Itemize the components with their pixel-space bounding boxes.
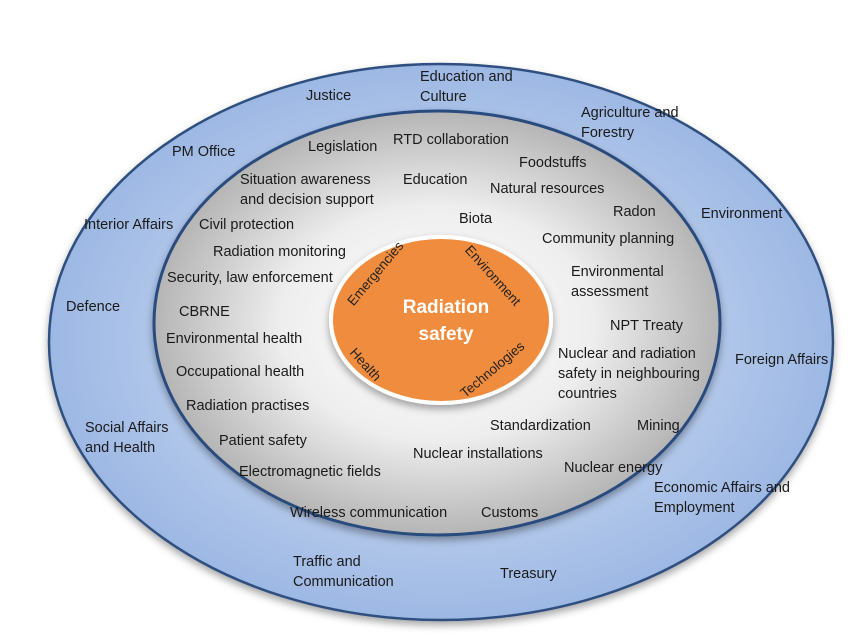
label-line: Environmental bbox=[571, 264, 664, 280]
label-biota: Biota bbox=[459, 211, 493, 227]
label-foodstuffs: Foodstuffs bbox=[519, 155, 587, 171]
label-foreign-affairs: Foreign Affairs bbox=[735, 352, 829, 368]
label-environmental-assessment: Environmental assessment bbox=[571, 262, 664, 302]
core-title-line1: Radiation bbox=[402, 297, 490, 318]
label-line: Communication bbox=[293, 574, 394, 590]
core-title-line2: safety bbox=[418, 324, 474, 345]
label-standardization: Standardization bbox=[490, 418, 591, 434]
label-line: Economic Affairs and bbox=[654, 480, 790, 496]
label-cbrne: CBRNE bbox=[179, 304, 230, 320]
label-social-affairs-health: Social Affairs and Health bbox=[85, 418, 169, 458]
label-education-culture: Education and Culture bbox=[420, 67, 513, 107]
label-line: Traffic and bbox=[293, 554, 361, 570]
label-electromagnetic-fields: Electromagnetic fields bbox=[239, 464, 381, 480]
label-nuclear-energy: Nuclear energy bbox=[564, 460, 663, 476]
label-line: and decision support bbox=[240, 192, 374, 208]
label-justice: Justice bbox=[306, 88, 352, 104]
label-environment-ministry: Environment bbox=[701, 206, 783, 222]
label-security-law: Security, law enforcement bbox=[167, 270, 333, 286]
label-interior-affairs: Interior Affairs bbox=[84, 217, 174, 233]
label-occupational-health: Occupational health bbox=[176, 364, 305, 380]
label-pm-office: PM Office bbox=[172, 144, 236, 160]
label-treasury: Treasury bbox=[500, 566, 557, 582]
label-patient-safety: Patient safety bbox=[219, 433, 307, 449]
label-line: Culture bbox=[420, 89, 467, 105]
label-line: Education and bbox=[420, 69, 513, 85]
label-line: assessment bbox=[571, 284, 649, 300]
core-ellipse bbox=[329, 235, 553, 405]
label-defence: Defence bbox=[66, 299, 121, 315]
label-line: Situation awareness bbox=[240, 172, 371, 188]
label-customs: Customs bbox=[481, 505, 539, 521]
label-agriculture-forestry: Agriculture and Forestry bbox=[581, 103, 679, 143]
label-line: Agriculture and bbox=[581, 105, 679, 121]
label-wireless-communication: Wireless communication bbox=[290, 505, 448, 521]
label-education: Education bbox=[403, 172, 468, 188]
label-line: Social Affairs bbox=[85, 420, 169, 436]
label-community-planning: Community planning bbox=[542, 231, 675, 247]
label-line: safety in neighbouring bbox=[558, 366, 700, 382]
label-radiation-monitoring: Radiation monitoring bbox=[213, 244, 346, 260]
label-legislation: Legislation bbox=[308, 139, 378, 155]
label-line: countries bbox=[558, 386, 617, 402]
label-line: Nuclear and radiation bbox=[558, 346, 696, 362]
label-civil-protection: Civil protection bbox=[199, 217, 295, 233]
label-npt-treaty: NPT Treaty bbox=[610, 318, 684, 334]
label-situation-awareness: Situation awareness and decision support bbox=[240, 170, 374, 210]
label-economic-affairs-employment: Economic Affairs and Employment bbox=[654, 478, 790, 518]
label-line: and Health bbox=[85, 440, 156, 456]
label-line: Employment bbox=[654, 500, 735, 516]
label-mining: Mining bbox=[637, 418, 680, 434]
label-radiation-practises: Radiation practises bbox=[186, 398, 310, 414]
label-rtd-collaboration: RTD collaboration bbox=[393, 132, 509, 148]
label-environmental-health: Environmental health bbox=[166, 331, 303, 347]
label-natural-resources: Natural resources bbox=[490, 181, 605, 197]
core-title: Radiation safety bbox=[346, 294, 546, 348]
label-traffic-communication: Traffic and Communication bbox=[293, 552, 394, 592]
label-nuclear-radiation-safety: Nuclear and radiation safety in neighbou… bbox=[558, 344, 700, 404]
label-radon: Radon bbox=[613, 204, 656, 220]
label-line: Forestry bbox=[581, 125, 635, 141]
label-nuclear-installations: Nuclear installations bbox=[413, 446, 543, 462]
